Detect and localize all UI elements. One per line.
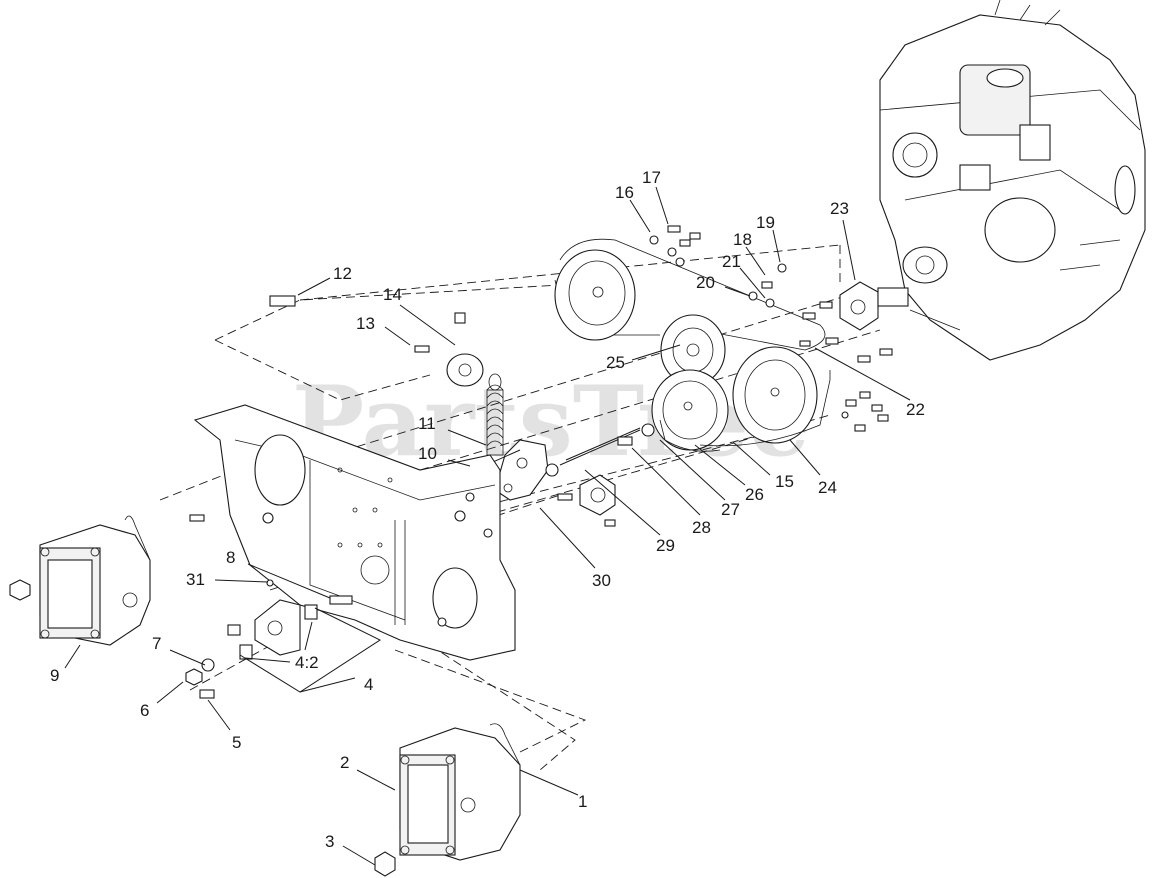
callout-31: 31 xyxy=(186,570,205,589)
callout-4-2: 4:2 xyxy=(295,653,319,672)
main-frame xyxy=(193,404,516,661)
engine-hub xyxy=(839,281,909,331)
engine xyxy=(879,0,1146,361)
callout-9: 9 xyxy=(50,666,59,685)
hardware-upper xyxy=(649,225,893,432)
leader-lines xyxy=(64,186,911,866)
lower-bracket xyxy=(185,514,353,699)
flanged-hub xyxy=(557,474,616,527)
pump-pulley-left xyxy=(651,369,729,451)
callout-18: 18 xyxy=(733,230,752,249)
callout-5: 5 xyxy=(232,733,241,752)
callout-30: 30 xyxy=(592,571,611,590)
callout-26: 26 xyxy=(745,485,764,504)
callout-24: 24 xyxy=(818,478,837,497)
callout-22: 22 xyxy=(906,400,925,419)
callout-20: 20 xyxy=(696,273,715,292)
hydro-pump-left xyxy=(9,515,151,646)
callout-10: 10 xyxy=(418,444,437,463)
callout-4: 4 xyxy=(364,675,373,694)
callout-27: 27 xyxy=(721,500,740,519)
callout-16: 16 xyxy=(615,183,634,202)
callout-1: 1 xyxy=(578,792,587,811)
callout-21: 21 xyxy=(722,252,741,271)
upper-mount-hub xyxy=(269,295,484,387)
callout-13: 13 xyxy=(356,314,375,333)
drive-belt-lower xyxy=(659,370,831,452)
callout-labels: 1 2 3 4 4:2 5 6 7 8 9 10 11 12 13 14 15 … xyxy=(50,168,925,851)
hydro-pump-right xyxy=(374,723,521,877)
callout-3: 3 xyxy=(325,832,334,851)
callout-29: 29 xyxy=(656,536,675,555)
callout-2: 2 xyxy=(340,753,349,772)
callout-6: 6 xyxy=(140,701,149,720)
callout-15: 15 xyxy=(775,472,794,491)
drive-pulley-large xyxy=(554,249,636,341)
callout-19: 19 xyxy=(756,213,775,232)
tension-spring xyxy=(486,373,504,456)
shaft-bolts xyxy=(474,423,655,477)
callout-28: 28 xyxy=(692,518,711,537)
callout-7: 7 xyxy=(152,634,161,653)
callout-17: 17 xyxy=(642,168,661,187)
callout-12: 12 xyxy=(333,264,352,283)
callout-25: 25 xyxy=(606,353,625,372)
callout-14: 14 xyxy=(383,285,402,304)
pump-pulley-right xyxy=(732,346,818,444)
callout-11: 11 xyxy=(418,414,436,433)
callout-23: 23 xyxy=(830,199,849,218)
callout-8: 8 xyxy=(226,548,235,567)
